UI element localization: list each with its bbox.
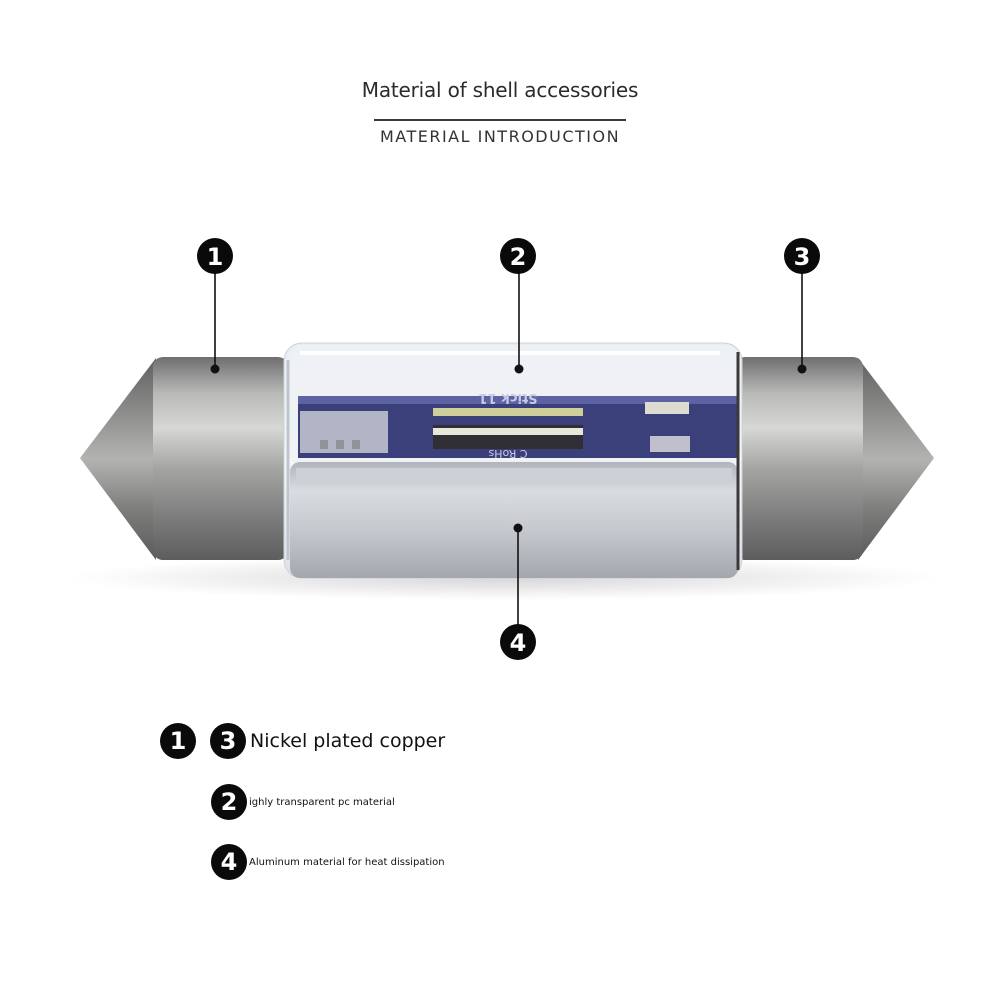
svg-text:2: 2: [510, 243, 527, 271]
svg-text:1: 1: [207, 243, 224, 271]
legend-item-pc: 2 ighly transparent pc material: [211, 784, 395, 820]
pcb-text-upper: Stick 11: [478, 390, 537, 405]
callout-1-badge: 1: [197, 238, 233, 274]
bulb-body: Stick 11 C RoHs: [283, 342, 743, 579]
legend-item-aluminum: 4 Aluminum material for heat dissipation: [211, 844, 445, 880]
aluminum-housing: [290, 462, 738, 578]
svg-text:4: 4: [510, 629, 527, 657]
callout-4-badge: 4: [500, 624, 536, 660]
pcb-text-lower: C RoHs: [488, 447, 527, 460]
left-end-cap: [80, 357, 288, 560]
legend-text-pc: ighly transparent pc material: [249, 796, 395, 808]
svg-text:3: 3: [794, 243, 811, 271]
right-end-cap: [735, 357, 934, 560]
legend-badge-4: 4: [211, 844, 247, 880]
page-subtitle: MATERIAL INTRODUCTION: [379, 126, 621, 146]
title-divider: [374, 119, 626, 121]
header: Material of shell accessories MATERIAL I…: [0, 70, 1000, 146]
legend-item-copper: 1 3 Nickel plated copper: [160, 723, 445, 759]
legend-badge-1: 1: [160, 723, 196, 759]
legend-badge-2: 2: [211, 784, 247, 820]
callout-3-badge: 3: [784, 238, 820, 274]
legend-text-copper: Nickel plated copper: [250, 730, 446, 752]
callout-2-badge: 2: [500, 238, 536, 274]
legend-text-aluminum: Aluminum material for heat dissipation: [249, 856, 445, 868]
page-title: Material of shell accessories: [361, 78, 639, 102]
legend-badge-3: 3: [210, 723, 246, 759]
